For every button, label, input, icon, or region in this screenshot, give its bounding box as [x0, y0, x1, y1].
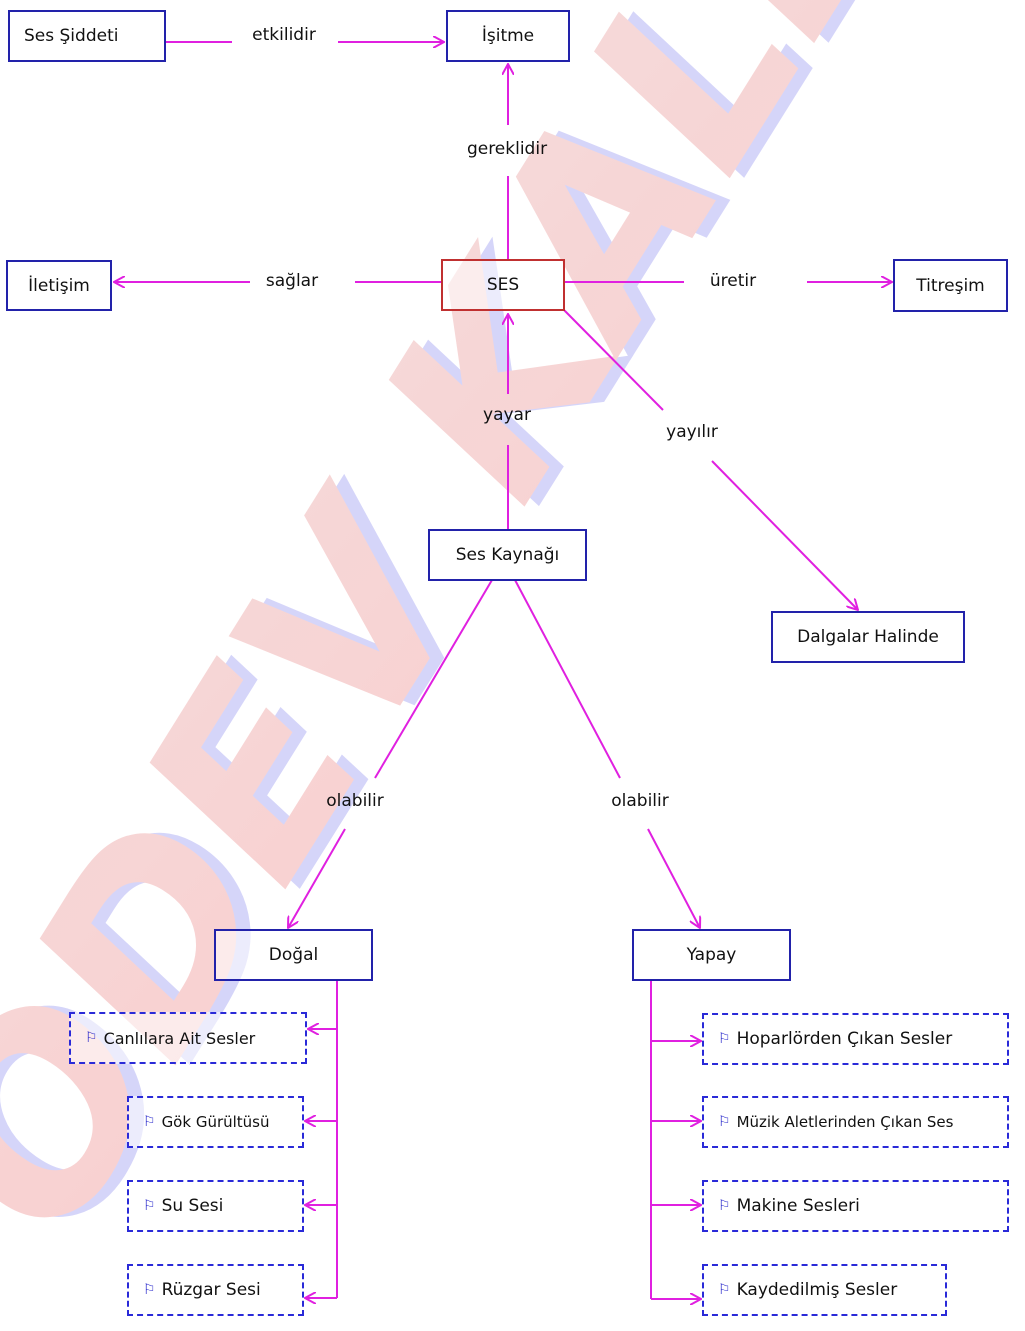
yapay-item-label: Hoparlörden Çıkan Sesler — [736, 1029, 953, 1049]
dogal-item-label: Gök Gürültüsü — [161, 1113, 270, 1131]
dogal-item[interactable]: ⚐ Su Sesi — [127, 1180, 304, 1232]
link-olabilir-right-a — [514, 579, 621, 779]
yapay-item-label: Müzik Aletlerinden Çıkan Ses — [736, 1113, 954, 1131]
link-label-saglar: sağlar — [265, 271, 319, 291]
flag-icon: ⚐ — [718, 1031, 731, 1047]
link-label-uretir: üretir — [709, 271, 757, 291]
link-label-gereklidir: gereklidir — [466, 139, 548, 159]
link-yayilir-b — [711, 460, 858, 610]
node-isitme[interactable]: İşitme — [446, 10, 570, 62]
dogal-item-label: Su Sesi — [161, 1196, 224, 1216]
dogal-item[interactable]: ⚐ Canlılara Ait Sesler — [69, 1012, 307, 1064]
yapay-item[interactable]: ⚐ Hoparlörden Çıkan Sesler — [702, 1013, 1009, 1065]
node-ses-kaynagi[interactable]: Ses Kaynağı — [428, 529, 587, 581]
node-yapay-label: Yapay — [686, 945, 737, 965]
flag-icon: ⚐ — [718, 1114, 731, 1130]
yapay-item[interactable]: ⚐ Müzik Aletlerinden Çıkan Ses — [702, 1096, 1009, 1148]
node-iletisim-label: İletişim — [28, 275, 90, 296]
link-label-etkilidir: etkilidir — [252, 25, 316, 45]
node-dalgalar-halinde-label: Dalgalar Halinde — [797, 627, 939, 647]
flag-icon: ⚐ — [718, 1198, 731, 1214]
flag-icon: ⚐ — [85, 1030, 98, 1046]
flag-icon: ⚐ — [143, 1282, 156, 1298]
yapay-item-label: Makine Sesleri — [736, 1196, 860, 1216]
node-dalgalar-halinde[interactable]: Dalgalar Halinde — [771, 611, 965, 663]
yapay-item-label: Kaydedilmiş Sesler — [736, 1280, 898, 1300]
link-label-olabilir-right: olabilir — [611, 791, 669, 811]
node-iletisim[interactable]: İletişim — [6, 260, 112, 311]
node-titresim[interactable]: Titreşim — [893, 259, 1008, 312]
link-label-yayar: yayar — [483, 405, 531, 425]
dogal-item-label: Canlılara Ait Sesler — [103, 1028, 256, 1048]
yapay-item[interactable]: ⚐ Makine Sesleri — [702, 1180, 1009, 1232]
node-ses-siddeti-label: Ses Şiddeti — [24, 26, 119, 46]
dogal-item-label: Rüzgar Sesi — [161, 1280, 261, 1300]
link-label-yayilir: yayılır — [666, 422, 718, 442]
node-isitme-label: İşitme — [481, 26, 535, 46]
node-dogal[interactable]: Doğal — [214, 929, 373, 981]
link-olabilir-left-a — [374, 579, 493, 779]
dogal-item[interactable]: ⚐ Rüzgar Sesi — [127, 1264, 304, 1316]
node-ses-label: SES — [486, 275, 520, 295]
flag-icon: ⚐ — [143, 1114, 156, 1130]
dogal-item[interactable]: ⚐ Gök Gürültüsü — [127, 1096, 304, 1148]
flag-icon: ⚐ — [143, 1198, 156, 1214]
link-label-olabilir-left: olabilir — [326, 791, 384, 811]
yapay-item[interactable]: ⚐ Kaydedilmiş Sesler — [702, 1264, 947, 1316]
link-olabilir-right-b — [647, 828, 700, 928]
flag-icon: ⚐ — [718, 1282, 731, 1298]
node-titresim-label: Titreşim — [916, 275, 985, 296]
node-ses-kaynagi-label: Ses Kaynağı — [455, 545, 560, 565]
link-yayilir-a — [563, 309, 664, 411]
node-dogal-label: Doğal — [268, 945, 319, 965]
link-olabilir-left-b — [288, 828, 346, 928]
node-ses[interactable]: SES — [441, 259, 565, 311]
node-yapay[interactable]: Yapay — [632, 929, 791, 981]
node-ses-siddeti[interactable]: Ses Şiddeti — [8, 10, 166, 62]
